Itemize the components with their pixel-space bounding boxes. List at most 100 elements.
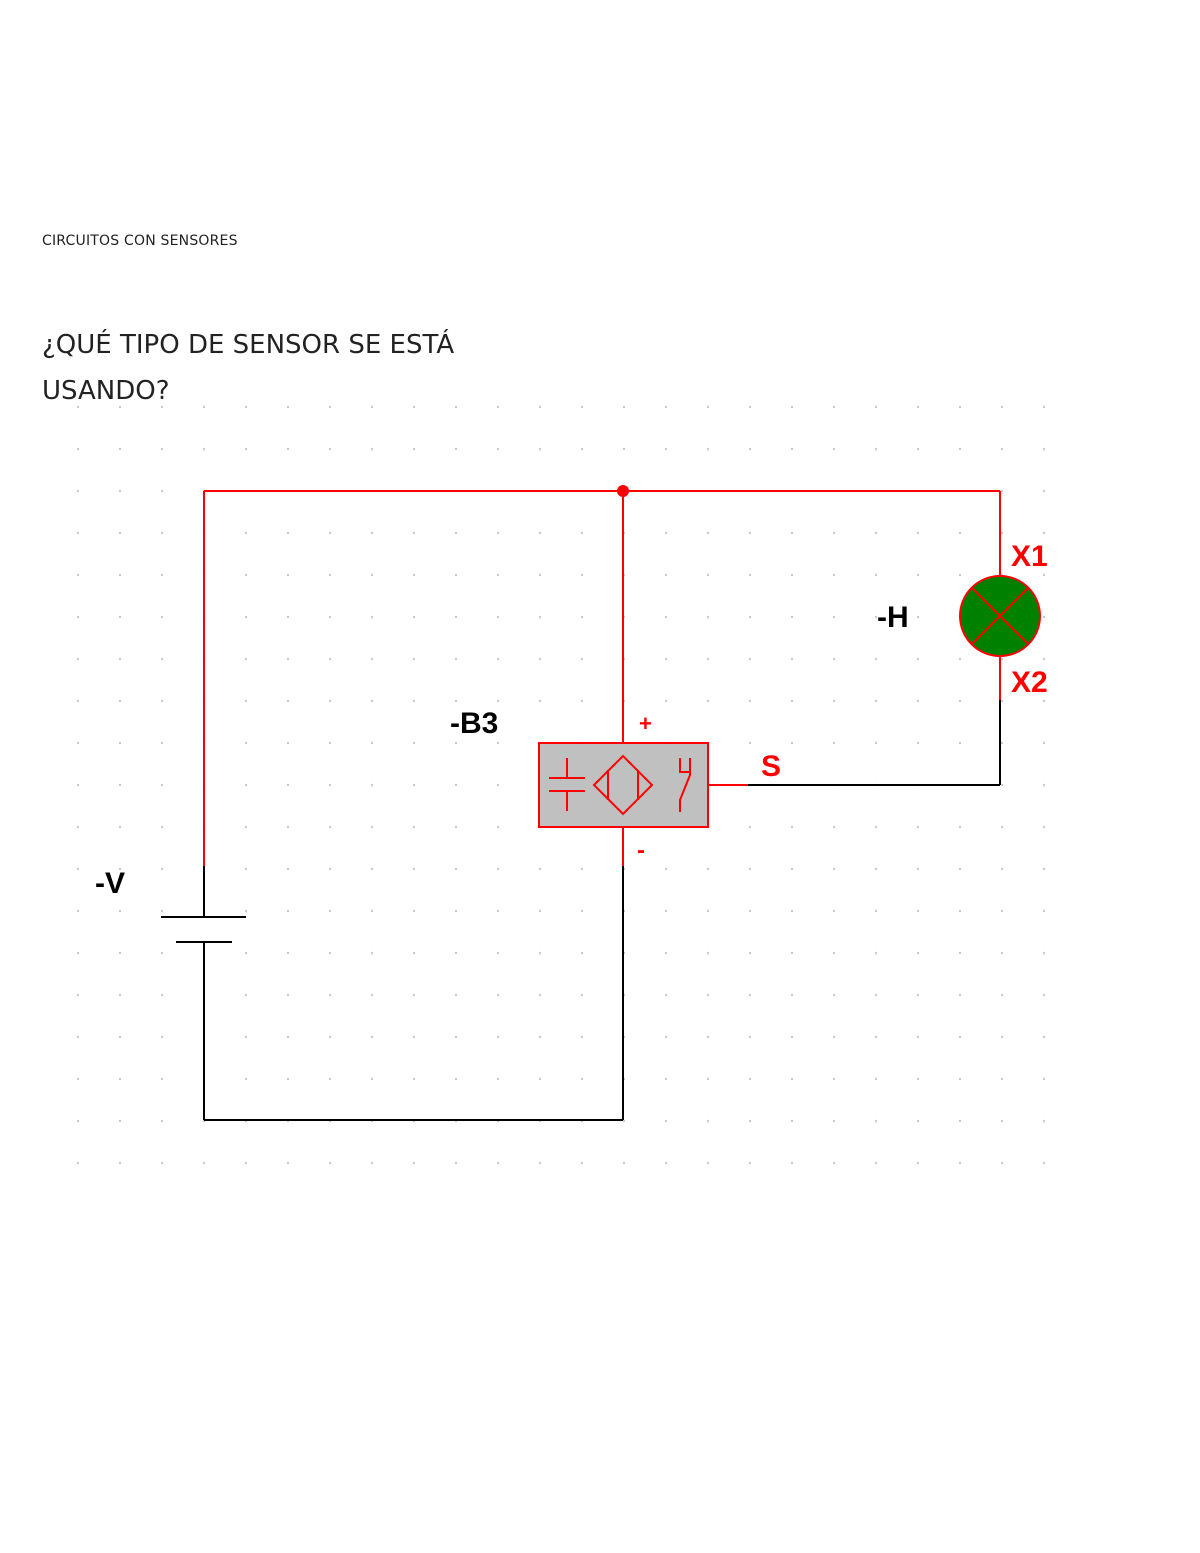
grid-dot xyxy=(664,573,668,577)
grid-dot xyxy=(286,699,290,703)
grid-dot xyxy=(874,405,878,409)
grid-dot xyxy=(118,573,122,577)
grid-dot xyxy=(706,1119,710,1123)
grid-dot xyxy=(1000,1035,1004,1039)
grid-dot xyxy=(832,447,836,451)
grid-dot xyxy=(706,405,710,409)
grid-dot xyxy=(1042,1119,1046,1123)
grid-dot xyxy=(76,405,80,409)
grid-dot xyxy=(328,1161,332,1165)
grid-dot xyxy=(412,993,416,997)
grid-dot xyxy=(454,1035,458,1039)
sensor-minus-label: - xyxy=(637,837,645,864)
grid-dot xyxy=(370,405,374,409)
grid-dot xyxy=(538,573,542,577)
grid-dot xyxy=(328,615,332,619)
grid-dot xyxy=(76,867,80,871)
grid-dot xyxy=(706,699,710,703)
grid-dot xyxy=(118,741,122,745)
grid-dot xyxy=(244,741,248,745)
grid-dot xyxy=(412,531,416,535)
grid-dot xyxy=(790,657,794,661)
grid-dot xyxy=(412,825,416,829)
grid-dot xyxy=(160,825,164,829)
grid-dot xyxy=(958,1077,962,1081)
grid-dot xyxy=(748,1077,752,1081)
grid-dot xyxy=(790,1035,794,1039)
grid-dot xyxy=(454,447,458,451)
grid-dot xyxy=(748,699,752,703)
grid-dot xyxy=(370,657,374,661)
battery-icon xyxy=(161,916,246,943)
grid-dot xyxy=(286,1161,290,1165)
grid-dot xyxy=(538,1077,542,1081)
lamp-icon xyxy=(959,575,1041,657)
grid-dot xyxy=(874,825,878,829)
grid-dot xyxy=(412,573,416,577)
grid-dot xyxy=(580,951,584,955)
grid-dot xyxy=(454,951,458,955)
grid-dot xyxy=(1000,405,1004,409)
grid-dot xyxy=(832,405,836,409)
grid-dot xyxy=(328,1035,332,1039)
grid-dot xyxy=(664,1035,668,1039)
grid-dot xyxy=(412,615,416,619)
grid-dot xyxy=(1000,783,1004,787)
grid-dot xyxy=(832,657,836,661)
grid-dot xyxy=(916,615,920,619)
grid-dot xyxy=(832,867,836,871)
grid-dot xyxy=(244,951,248,955)
grid-dot xyxy=(454,909,458,913)
grid-dot xyxy=(160,1035,164,1039)
grid-dot xyxy=(118,867,122,871)
grid-dot xyxy=(790,993,794,997)
grid-dot xyxy=(76,741,80,745)
grid-dot xyxy=(706,867,710,871)
grid-dot xyxy=(370,615,374,619)
grid-dot xyxy=(160,489,164,493)
grid-dot xyxy=(538,699,542,703)
grid-dot xyxy=(496,951,500,955)
grid-dot xyxy=(76,951,80,955)
grid-dot xyxy=(748,1161,752,1165)
grid-dot xyxy=(1042,993,1046,997)
grid-dot xyxy=(160,1077,164,1081)
grid-dot xyxy=(244,405,248,409)
lamp-label: -H xyxy=(877,601,909,634)
grid-dot xyxy=(1042,1161,1046,1165)
grid-dot xyxy=(286,657,290,661)
grid-dot xyxy=(1042,1077,1046,1081)
grid-dot xyxy=(286,867,290,871)
grid-dot xyxy=(286,447,290,451)
grid-dot xyxy=(832,699,836,703)
grid-dot xyxy=(496,741,500,745)
grid-dot xyxy=(748,531,752,535)
grid-dot xyxy=(118,1077,122,1081)
grid-dot xyxy=(958,867,962,871)
grid-dot xyxy=(1042,615,1046,619)
grid-dot xyxy=(244,825,248,829)
grid-dot xyxy=(958,699,962,703)
grid-dot xyxy=(958,741,962,745)
grid-dot xyxy=(160,1161,164,1165)
grid-dot xyxy=(160,573,164,577)
grid-dot xyxy=(370,867,374,871)
grid-dot xyxy=(958,531,962,535)
grid-dot xyxy=(916,741,920,745)
grid-dot xyxy=(790,909,794,913)
grid-dot xyxy=(370,951,374,955)
grid-dot xyxy=(538,1161,542,1165)
grid-dot xyxy=(412,867,416,871)
grid-dot xyxy=(580,447,584,451)
grid-dot xyxy=(454,573,458,577)
grid-dot xyxy=(118,657,122,661)
grid-dot xyxy=(706,909,710,913)
grid-dot xyxy=(748,1035,752,1039)
grid-dot xyxy=(328,531,332,535)
grid-dot xyxy=(664,447,668,451)
grid-dot xyxy=(328,909,332,913)
grid-dot xyxy=(832,615,836,619)
grid-dot xyxy=(748,657,752,661)
grid-dot xyxy=(790,1119,794,1123)
grid-dot xyxy=(1042,699,1046,703)
